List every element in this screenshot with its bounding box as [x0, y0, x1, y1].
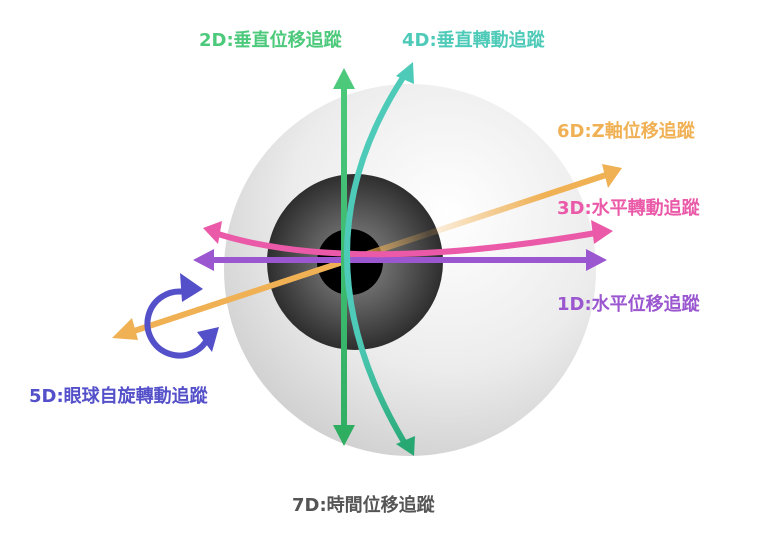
label-5d-spin-rotation: 5D:眼球自旋轉動追蹤	[29, 386, 208, 407]
label-1d-horizontal-translation: 1D:水平位移追蹤	[557, 294, 700, 315]
label-4d-vertical-rotation: 4D:垂直轉動追蹤	[402, 30, 545, 51]
vertical-rotation-arrow	[344, 62, 415, 456]
label-6d-z-axis-translation: 6D:Z軸位移追蹤	[557, 121, 695, 142]
spin-rotation-icon	[144, 273, 219, 359]
horizontal-rotation-arrow	[203, 220, 613, 258]
label-2d-vertical-translation: 2D:垂直位移追蹤	[199, 30, 342, 51]
label-3d-horizontal-rotation: 3D:水平轉動追蹤	[557, 198, 700, 219]
horizontal-translation-arrow	[193, 249, 607, 271]
label-7d-time-translation: 7D:時間位移追蹤	[292, 495, 435, 516]
